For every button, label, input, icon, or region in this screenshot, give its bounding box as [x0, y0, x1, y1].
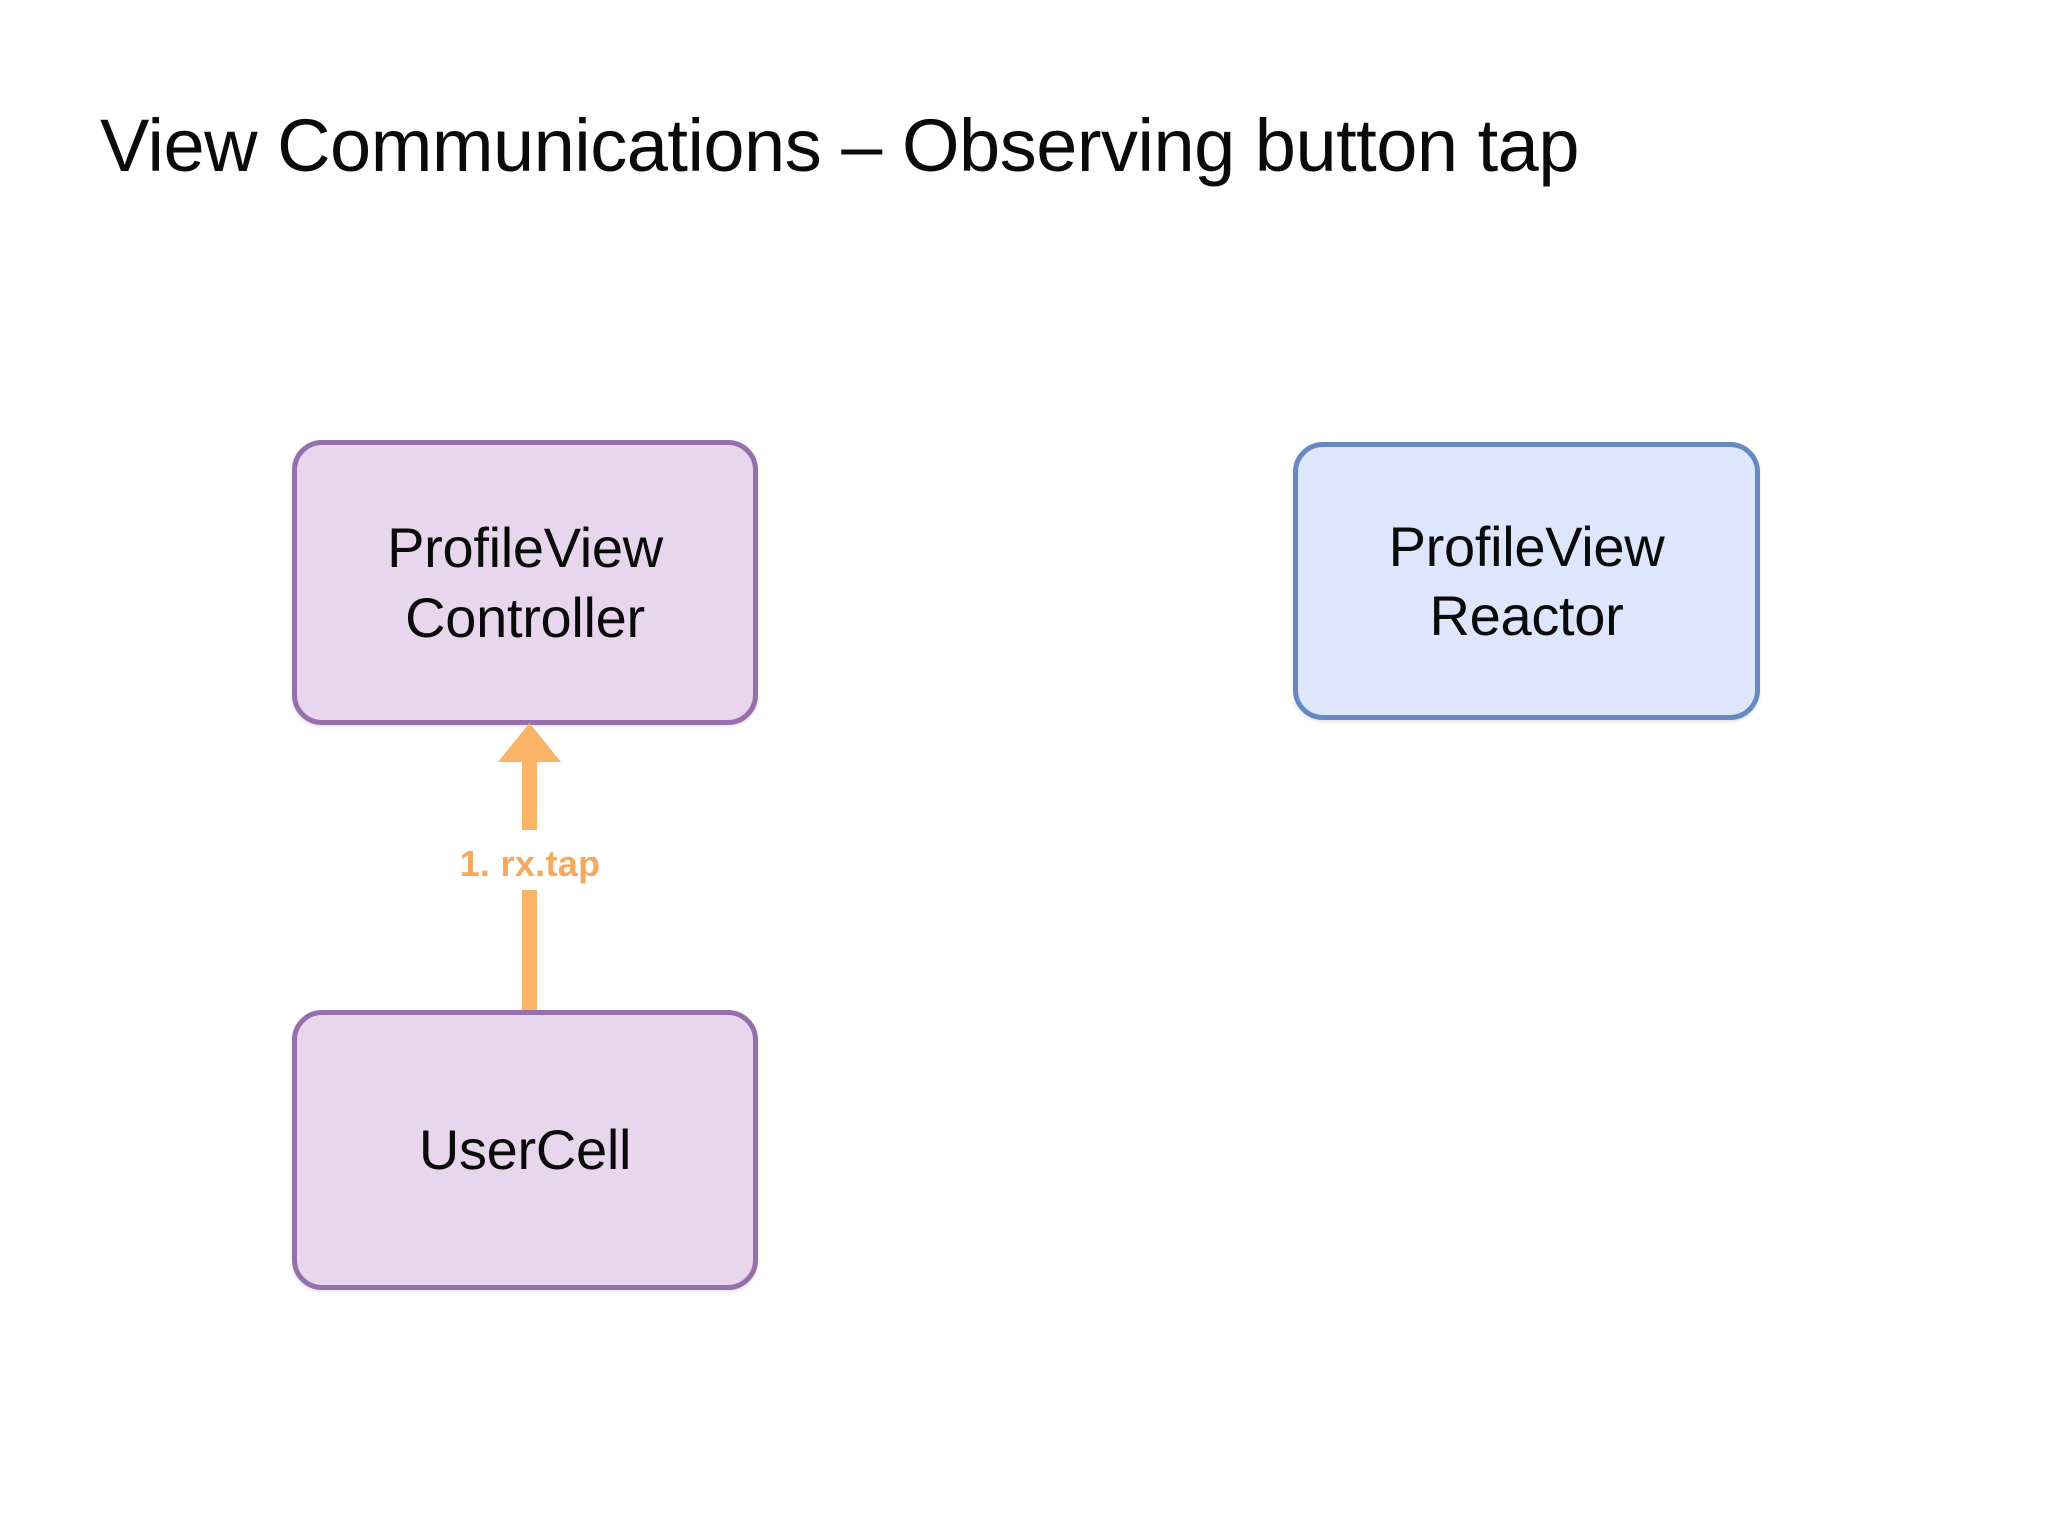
arrow-up-icon	[498, 723, 561, 1010]
node-profile-view-controller[interactable]: ProfileView Controller	[292, 440, 758, 725]
page-title: View Communications – Observing button t…	[100, 104, 1579, 187]
node-user-cell[interactable]: UserCell	[292, 1010, 758, 1290]
node-profile-view-reactor[interactable]: ProfileView Reactor	[1293, 442, 1760, 720]
node-profile-view-reactor-label: ProfileView Reactor	[1388, 514, 1665, 647]
connector-rx-tap-arrow	[470, 720, 590, 1020]
connector-rx-tap-label: 1. rx.tap	[459, 843, 601, 884]
node-user-cell-label: UserCell	[418, 1118, 632, 1182]
node-profile-view-controller-label: ProfileView Controller	[387, 516, 663, 649]
